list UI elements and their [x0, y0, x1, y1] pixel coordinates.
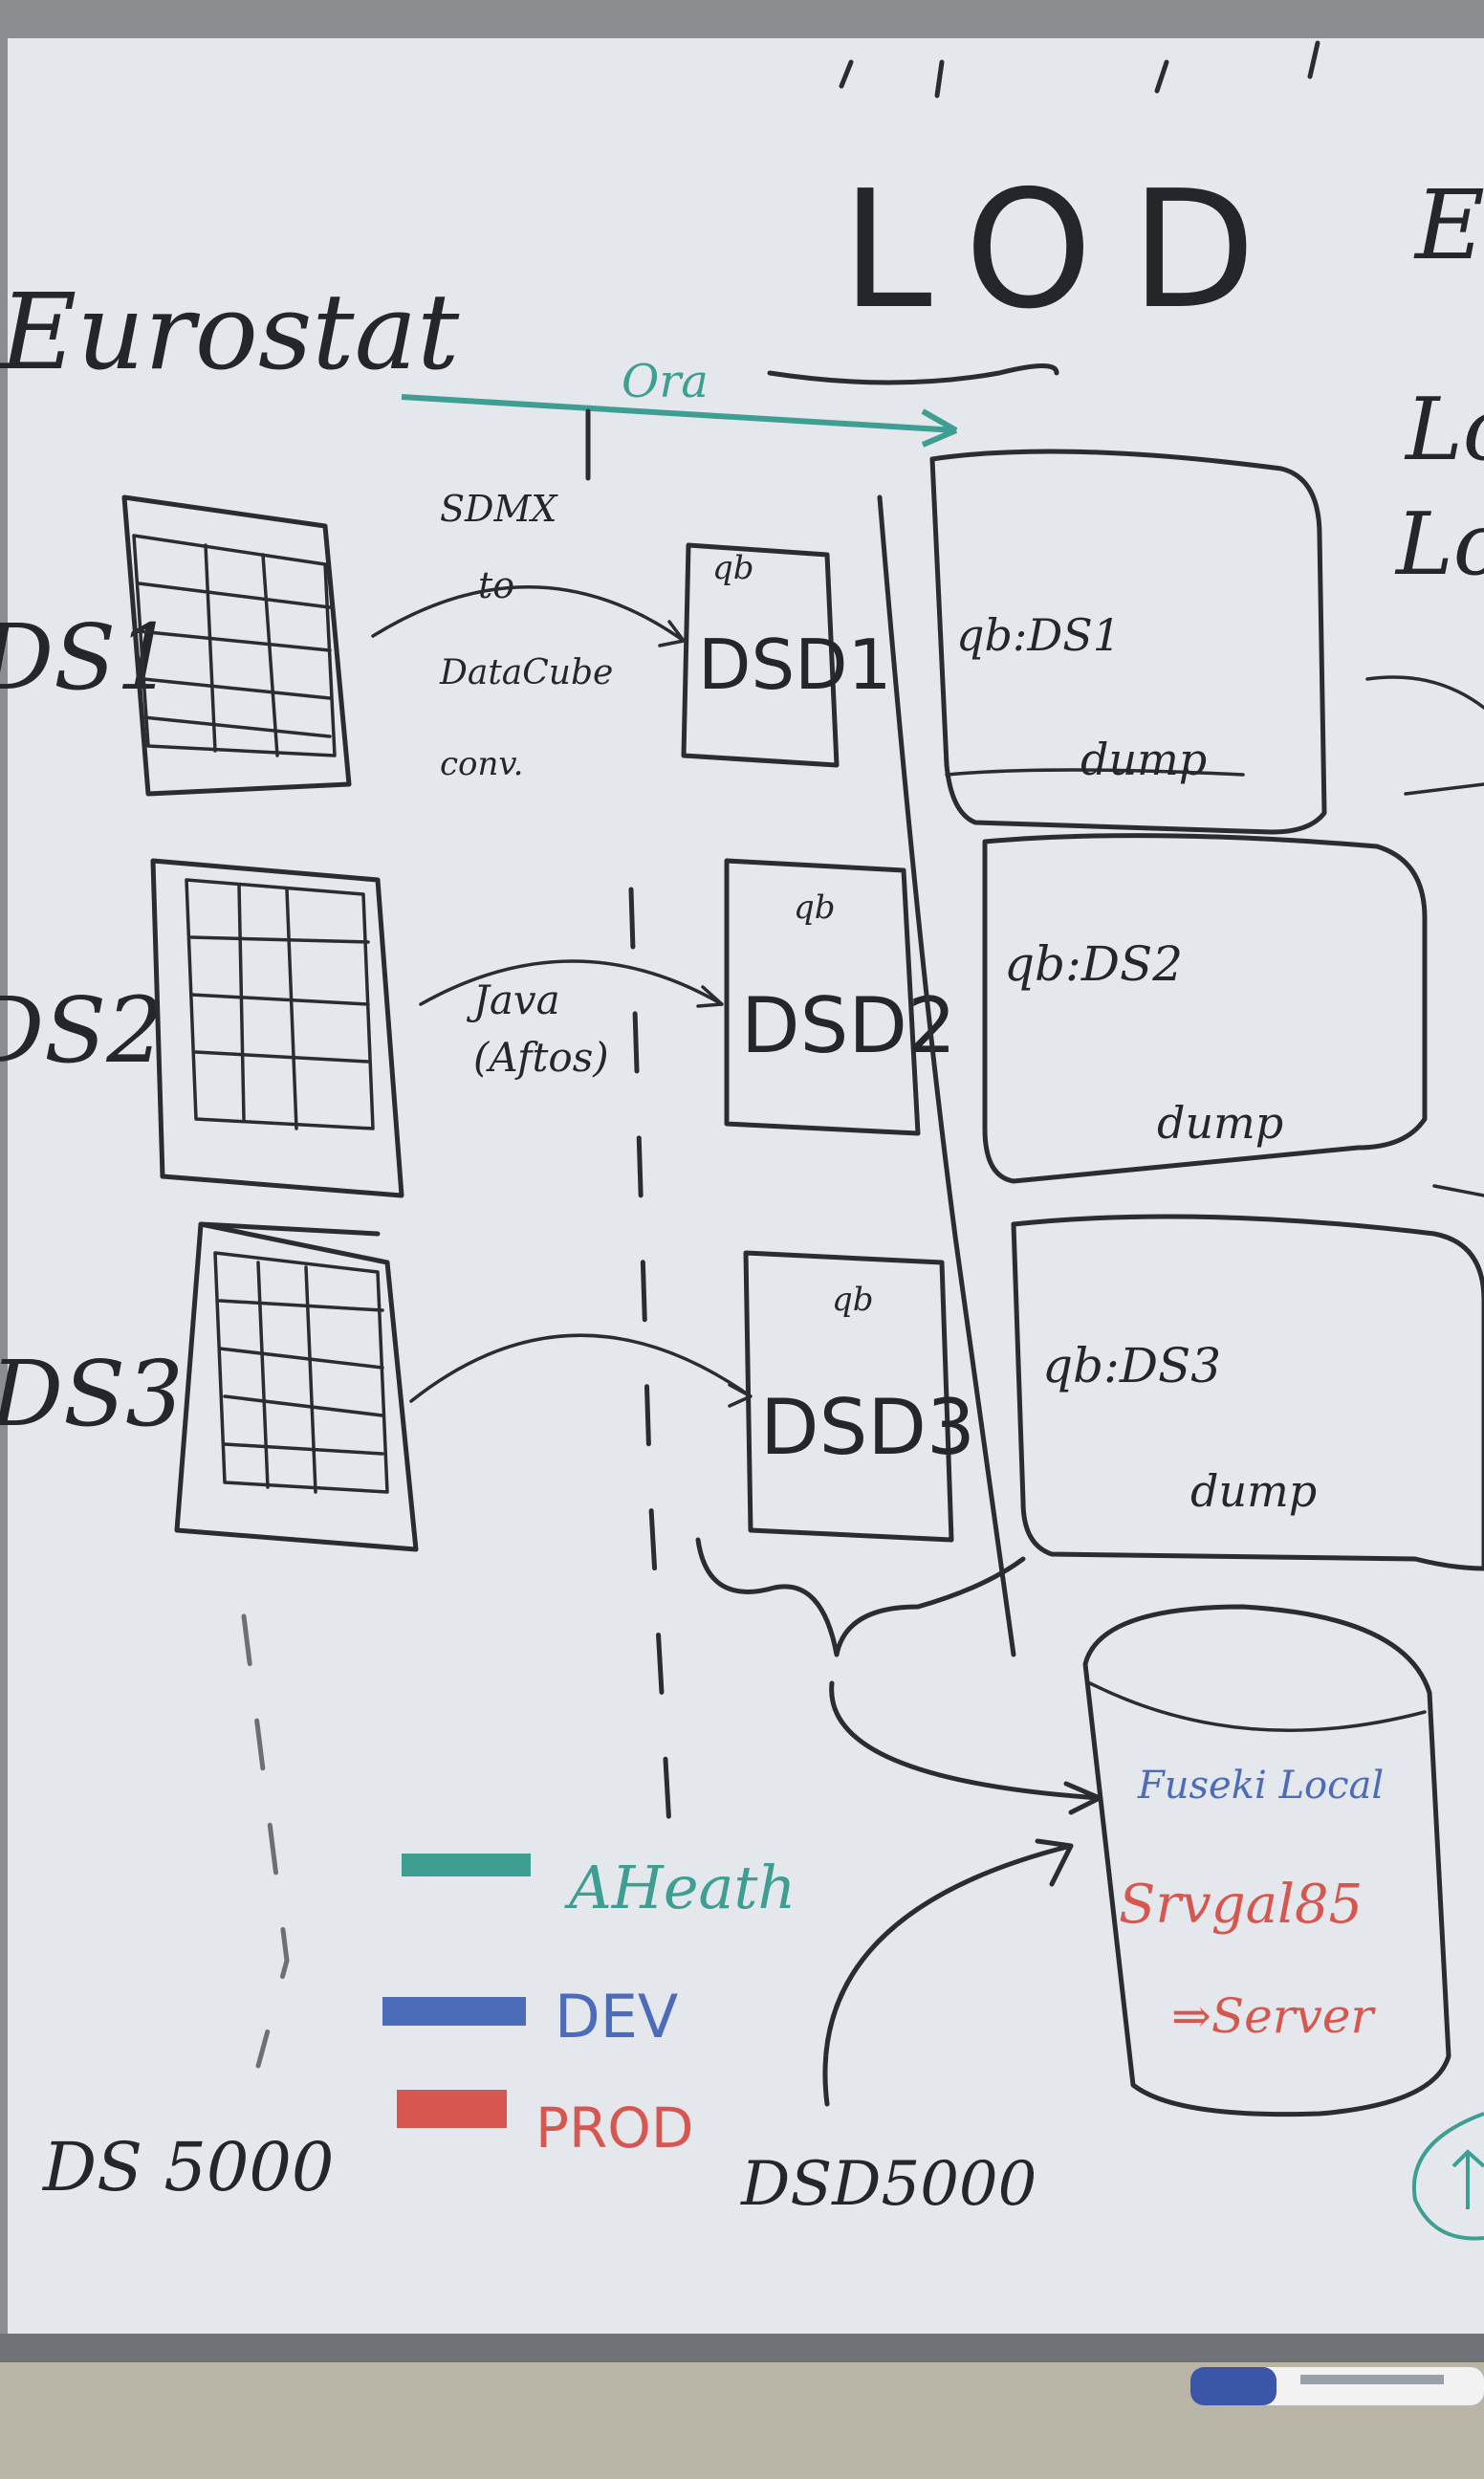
ds2-to-dsd2-arrow [419, 959, 724, 1008]
dsd2-prefix: qb [794, 888, 836, 927]
dsd5000-to-store-arrow [822, 1838, 1074, 2107]
graph-box-ds3: qb:DS3 dump [1011, 1214, 1484, 1571]
edge-letter-1: E [1413, 169, 1484, 281]
dashed-divider-left [241, 1613, 290, 2069]
dsd1-label: DSD1 [698, 625, 891, 705]
ds2-label: DS2 [0, 978, 164, 1084]
dsd2-label: DSD2 [741, 981, 956, 1070]
legend-label-prod: PROD [535, 2095, 694, 2161]
ora-arrow-line [401, 394, 957, 433]
dsd1-box: qb DSD1 [681, 542, 891, 768]
marker-pen [1190, 2367, 1484, 2405]
graph-ds1-label: qb:DS1 [956, 609, 1121, 661]
offboard-connectors [1365, 675, 1484, 1197]
dsd3-prefix: qb [832, 1281, 874, 1319]
edge-letter-3: Loc [1394, 494, 1484, 595]
graph-box-ds1: qb:DS1 dump [929, 449, 1327, 835]
dsd-brace [695, 1537, 1026, 1657]
lod-label: LOD [841, 156, 1294, 345]
ds2-grid [150, 858, 404, 1198]
legend-label-aheath: AHeath [564, 1853, 796, 1922]
eurostat-label: Eurostat [0, 271, 460, 393]
header-ticks [839, 40, 1320, 99]
ds1-transform-line2: to [478, 564, 514, 606]
legend-swatch-dev [382, 1997, 526, 2026]
ds1-transform-line1: SDMX [440, 488, 558, 530]
graph-ds2-dump: dump [1157, 1097, 1283, 1149]
graph-box-ds2: qb:DS2 dump [982, 833, 1428, 1184]
dsd2-box: qb DSD2 [724, 858, 956, 1136]
store-line1: Fuseki Local [1137, 1764, 1384, 1808]
edge-letter-2: Lo [1404, 380, 1484, 480]
legend-label-dev: DEV [555, 1982, 678, 2051]
board-tray [0, 2334, 1484, 2362]
edge-circle-fragment [1411, 2112, 1484, 2241]
ds2-transform-line1: Java [466, 976, 560, 1023]
brace-to-store-arrow [829, 1680, 1102, 1815]
graph-ds3-label: qb:DS3 [1042, 1338, 1221, 1393]
ds1-transform-line4: conv. [440, 745, 523, 783]
store-line2: Srvgal85 [1119, 1874, 1363, 1936]
ds1-to-dsd1-arrow [371, 585, 686, 647]
dsd3-label: DSD3 [760, 1383, 975, 1472]
ora-arrow-head [921, 408, 958, 448]
ds3-grid [174, 1221, 419, 1552]
lod-underline [767, 363, 1059, 385]
ds1-label: DS1 [0, 605, 174, 711]
graph-ds3-dump: dump [1190, 1465, 1317, 1517]
ds2-transform-line2: (Aftos) [473, 1034, 609, 1081]
ds-count-label: DS 5000 [41, 2128, 334, 2206]
ora-arrow-label: Ora [622, 355, 709, 408]
graph-ds2-label: qb:DS2 [1004, 936, 1183, 992]
ds1-transform-line3: DataCube [439, 653, 613, 692]
edge-arrow-fragment [1451, 2149, 1484, 2209]
legend-swatch-aheath [402, 1854, 531, 1876]
legend: AHeath DEV PROD [382, 1853, 796, 2161]
graph-ds1-dump: dump [1080, 734, 1207, 785]
fuseki-store: Fuseki Local Srvgal85 ⇒Server [1082, 1604, 1451, 2117]
store-line3: ⇒Server [1171, 1988, 1376, 2044]
ds1-grid [121, 494, 352, 797]
vertical-separator [877, 494, 1016, 1657]
dsd3-box: qb DSD3 [743, 1250, 975, 1543]
dsd-count-label: DSD5000 [740, 2149, 1037, 2220]
legend-swatch-prod [397, 2090, 507, 2128]
ds3-label: DS3 [0, 1342, 184, 1447]
dsd1-prefix: qb [712, 549, 754, 587]
